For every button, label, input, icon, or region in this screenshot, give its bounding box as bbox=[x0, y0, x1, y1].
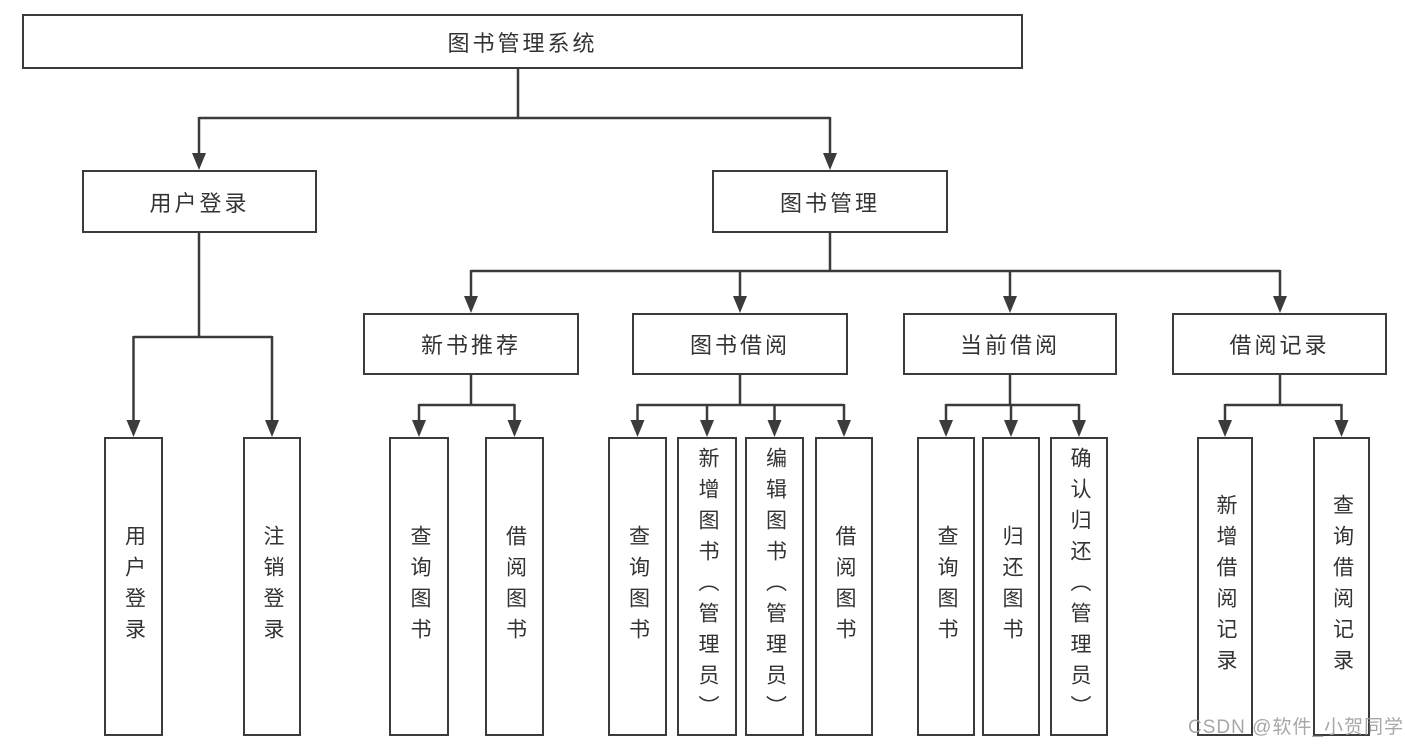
leaf-query-borrow-record: 查询借阅记录 bbox=[1313, 437, 1370, 736]
leaf-borrow-books-borrow: 借阅图书 bbox=[815, 437, 873, 736]
leaf-add-borrow-record: 新增借阅记录 bbox=[1197, 437, 1253, 736]
node-borrow-records: 借阅记录 bbox=[1172, 313, 1387, 375]
node-new-book-recommend: 新书推荐 bbox=[363, 313, 579, 375]
node-user-login: 用户登录 bbox=[82, 170, 317, 233]
node-current-borrow: 当前借阅 bbox=[903, 313, 1117, 375]
leaf-edit-book-admin: 编辑图书（管理员） bbox=[745, 437, 804, 736]
leaf-query-books-current: 查询图书 bbox=[917, 437, 975, 736]
node-book-borrow: 图书借阅 bbox=[632, 313, 848, 375]
node-root-library-system: 图书管理系统 bbox=[22, 14, 1023, 69]
leaf-confirm-return-admin: 确认归还（管理员） bbox=[1050, 437, 1108, 736]
leaf-query-books-recommend: 查询图书 bbox=[389, 437, 449, 736]
leaf-user-login: 用户登录 bbox=[104, 437, 163, 736]
csdn-watermark: CSDN @软件_小贺同学 bbox=[1188, 717, 1404, 738]
leaf-return-books: 归还图书 bbox=[982, 437, 1040, 736]
node-book-management: 图书管理 bbox=[712, 170, 948, 233]
leaf-query-books-borrow: 查询图书 bbox=[608, 437, 667, 736]
leaf-logout: 注销登录 bbox=[243, 437, 301, 736]
leaf-add-book-admin: 新增图书（管理员） bbox=[677, 437, 737, 736]
connector-lines bbox=[132, 67, 1343, 424]
leaf-borrow-books-recommend: 借阅图书 bbox=[485, 437, 544, 736]
